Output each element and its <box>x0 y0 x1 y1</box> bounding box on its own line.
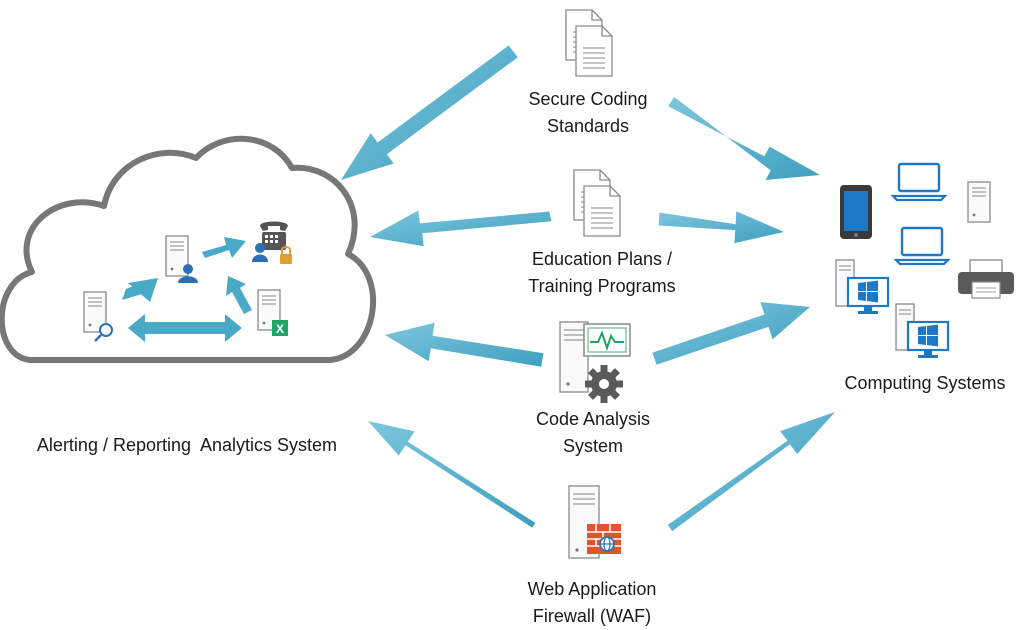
svg-text:X: X <box>276 322 284 336</box>
label-education-line1: Education Plans / <box>531 249 673 269</box>
desktop-icon-left <box>834 258 890 316</box>
arrow-secure-coding-to-alerting <box>341 45 518 180</box>
contacts-lock-icon <box>252 221 292 264</box>
arrow-secure-coding-to-computing <box>668 96 820 180</box>
label-waf-line1: Web Application <box>527 579 657 599</box>
label-waf: Web Application Firewall (WAF) <box>504 576 680 630</box>
cloud-arrow-server-to-phone <box>202 237 246 258</box>
arrow-waf-to-computing <box>667 412 835 532</box>
documents-icon-secure-coding <box>565 9 613 77</box>
label-alerting-reporting-analytics: Alerting / Reporting Analytics System <box>6 378 368 486</box>
desktop-icon-center <box>894 302 950 360</box>
server-search-icon <box>83 291 113 342</box>
cloud-arrow-bidirectional <box>128 314 242 342</box>
label-education-line2: Training Programs <box>528 276 676 296</box>
server-user-icon <box>165 235 198 283</box>
flow-arrows <box>341 45 835 532</box>
label-secure-coding: Secure Coding Standards <box>500 86 676 140</box>
label-code-analysis: Code Analysis System <box>508 406 678 460</box>
label-education: Education Plans / Training Programs <box>502 246 702 300</box>
cloud-arrow-up-right <box>226 276 252 314</box>
server-excel-icon: X <box>257 289 288 336</box>
laptop-icon-middle <box>894 226 950 266</box>
analytics-cloud: X <box>0 135 377 363</box>
server-icon-right <box>967 181 991 223</box>
label-computing-text: Computing Systems <box>844 373 1006 393</box>
label-code-analysis-line1: Code Analysis <box>535 409 651 429</box>
cloud-arrow-up-left <box>122 278 158 302</box>
label-secure-coding-line1: Secure Coding <box>528 89 648 109</box>
label-alerting-text: Alerting / Reporting Analytics System <box>36 435 338 455</box>
arrow-code-analysis-to-computing <box>652 302 810 365</box>
code-analysis-icon <box>559 321 631 403</box>
arrow-waf-to-alerting <box>368 421 536 528</box>
laptop-icon-top <box>891 162 947 202</box>
label-code-analysis-line2: System <box>562 436 623 456</box>
label-secure-coding-line2: Standards <box>546 116 630 136</box>
firewall-server-icon <box>568 485 621 559</box>
label-computing-systems: Computing Systems <box>830 370 1020 397</box>
arrow-code-analysis-to-alerting <box>385 322 544 367</box>
arrow-education-to-computing <box>658 211 784 244</box>
computing-systems-group <box>834 162 1014 360</box>
tablet-icon <box>840 185 872 239</box>
documents-icon-education <box>573 169 621 237</box>
printer-icon <box>958 259 1014 299</box>
arrow-education-to-alerting <box>370 210 552 247</box>
label-waf-line2: Firewall (WAF) <box>532 606 652 626</box>
